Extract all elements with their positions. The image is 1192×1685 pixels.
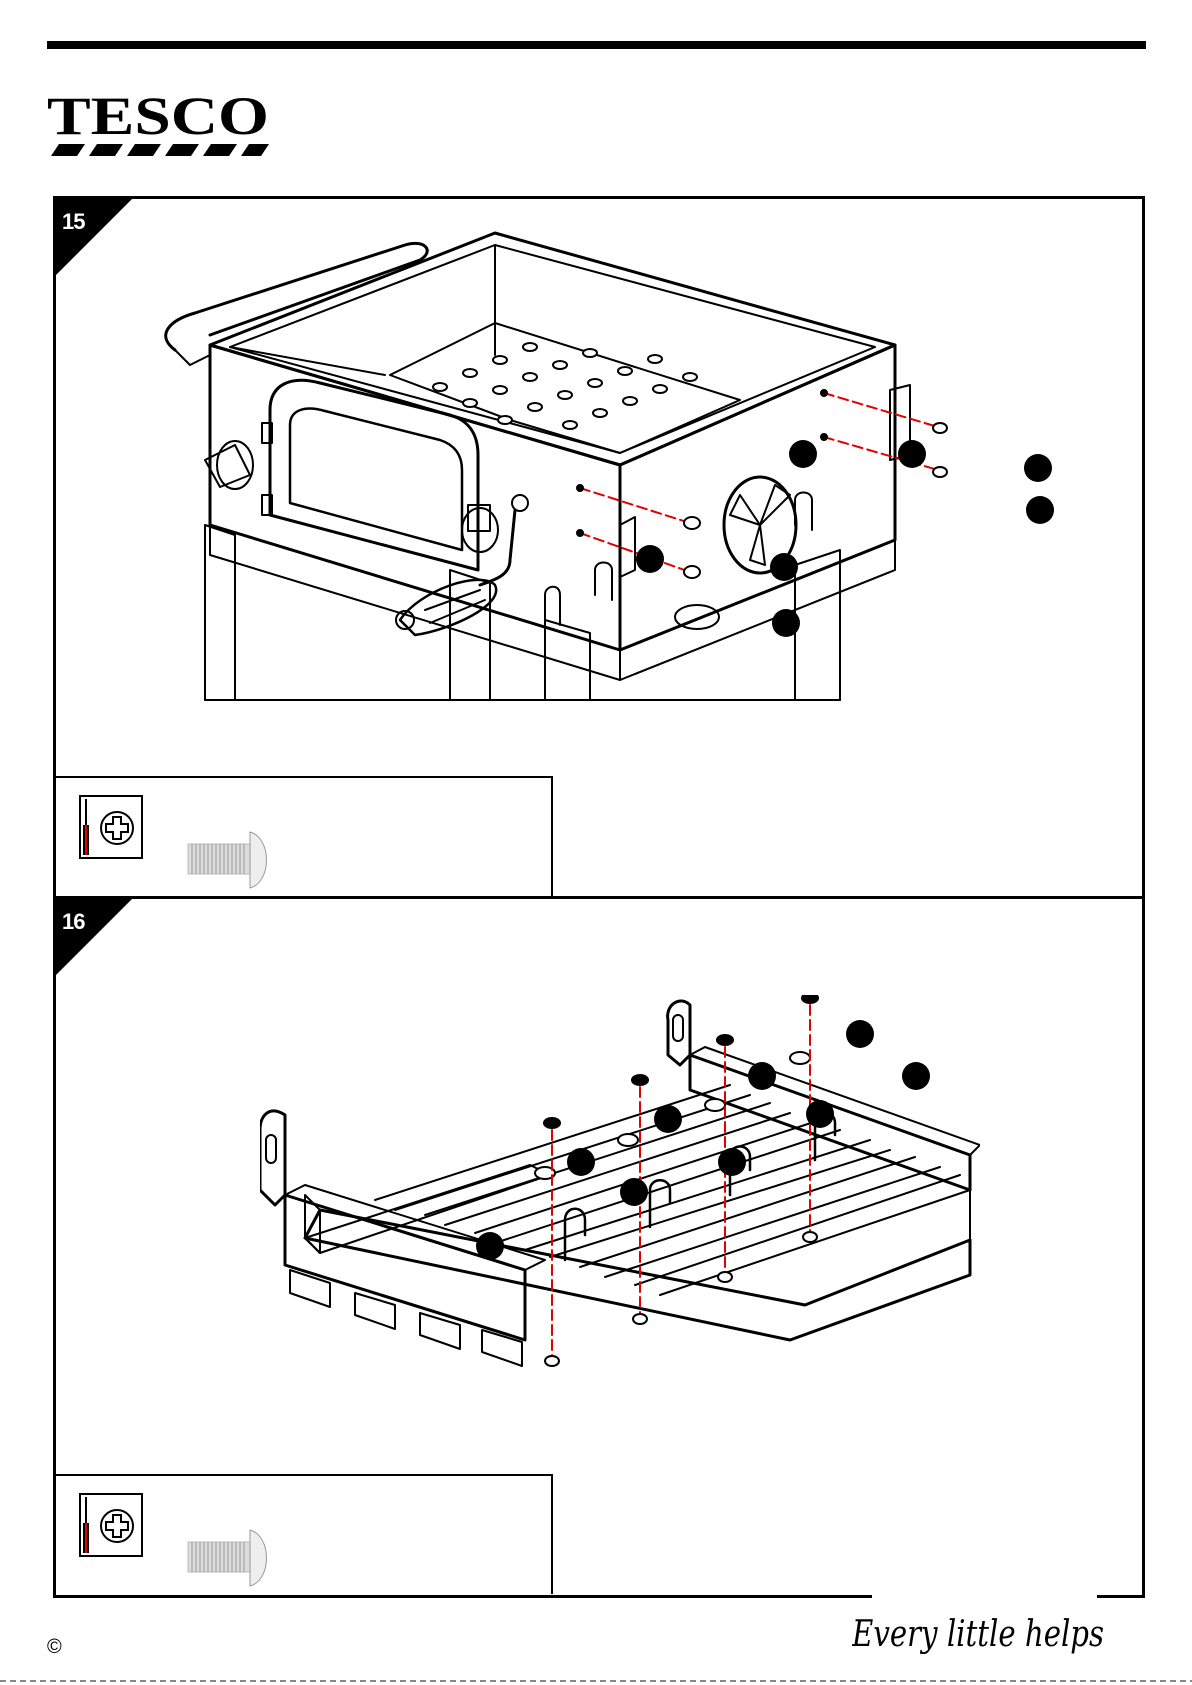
step-16-illustration	[260, 995, 980, 1435]
callout-dot	[1024, 454, 1052, 482]
tesco-logo: TESCO	[47, 92, 269, 158]
logo-wordmark: TESCO	[47, 92, 269, 146]
phillips-screwdriver-icon	[79, 1493, 143, 1557]
callout-dot	[476, 1232, 504, 1260]
page-cut-line	[0, 1680, 1192, 1682]
callout-dot	[772, 609, 800, 637]
header-rule	[47, 41, 1146, 49]
bolt-icon	[186, 1528, 282, 1588]
callout-dot	[718, 1148, 746, 1176]
step-15-parts-box	[53, 776, 553, 896]
callout-dot	[636, 545, 664, 573]
callout-dot	[806, 1100, 834, 1128]
callout-dot	[902, 1062, 930, 1090]
step-16-parts-box	[53, 1474, 553, 1594]
step-15-number: 15	[62, 209, 84, 235]
callout-dot	[898, 440, 926, 468]
callout-dot	[748, 1062, 776, 1090]
callout-dot	[1026, 496, 1054, 524]
frame-gap	[872, 1593, 1097, 1601]
callout-dot	[567, 1148, 595, 1176]
tagline-text: Every little helps	[852, 1614, 1104, 1655]
callout-dot	[620, 1178, 648, 1206]
callout-dot	[789, 440, 817, 468]
step-16-number: 16	[62, 909, 84, 935]
bolt-icon	[186, 830, 282, 890]
copyright-symbol: ©	[47, 1636, 62, 1659]
callout-dot	[770, 553, 798, 581]
callout-dot	[846, 1020, 874, 1048]
phillips-screwdriver-icon	[79, 795, 143, 859]
callout-dot	[654, 1105, 682, 1133]
step-15-illustration	[150, 225, 1080, 765]
tagline: Every little helps	[852, 1610, 1110, 1660]
step-divider	[53, 896, 1145, 899]
